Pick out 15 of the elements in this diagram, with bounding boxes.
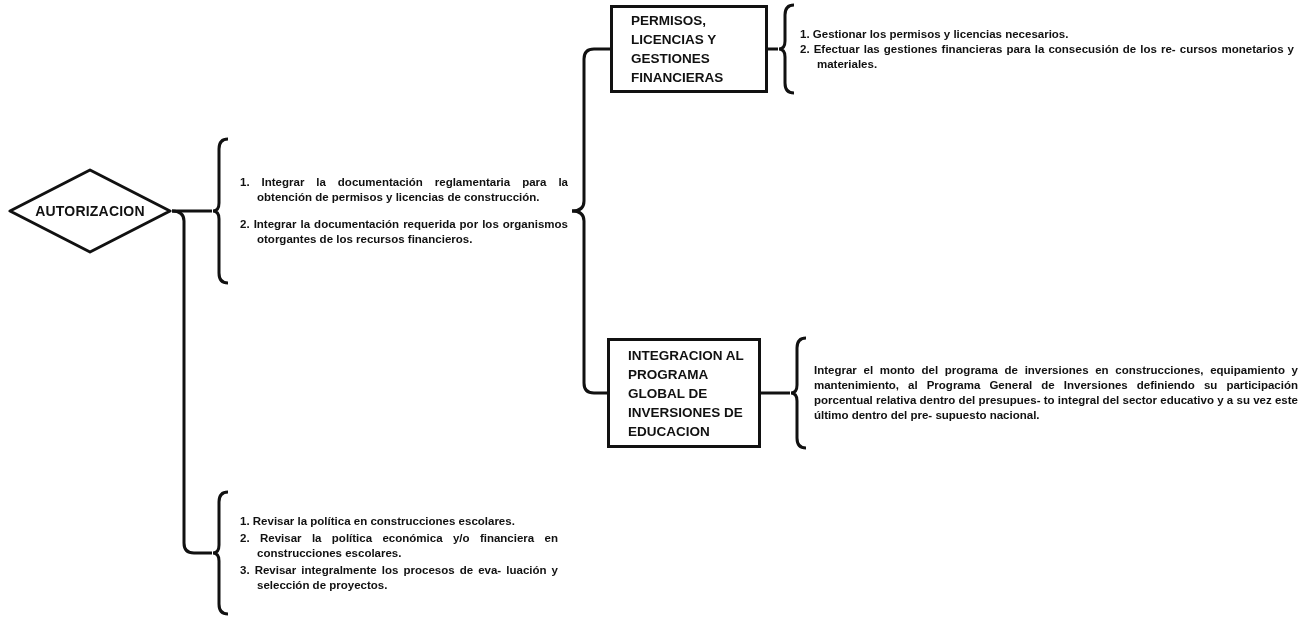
list-item: 2. Integrar la documentación requerida por los organismos otorgantes de los recursos financieros. — [240, 217, 568, 247]
connector-line — [768, 47, 778, 51]
list-item: Integrar el monto del programa de inversiones en construcciones, equipamiento y mantenimiento, al Programa General de Inversiones definiendo su participación porcentual relativa dentro del presupues- to integral del sector educativo y a su vez este último dentro del pre- supuesto nacional. — [814, 363, 1298, 423]
connector-line — [761, 391, 790, 395]
list-item: 1. Gestionar los permisos y licencias necesarios. — [800, 26, 1070, 42]
diamond-label: AUTORIZACION — [35, 203, 145, 219]
list-item: 1. Integrar la documentación reglamentaria para la obtención de permisos y licencias de construcción. — [240, 175, 568, 205]
list-item: 1. Revisar la política en construcciones escolares. — [240, 513, 516, 529]
list-item: 3. Revisar integralmente los procesos de eva- luación y selección de proyectos. — [240, 562, 558, 593]
connector-line — [571, 47, 610, 213]
list-item: 2. Efectuar las gestiones financieras para la consecusión de los re- cursos monetarios y materiales. — [800, 41, 1294, 72]
process-box: PERMISOS, LICENCIAS Y GESTIONES FINANCIERAS — [610, 5, 768, 93]
list-item: 2. Revisar la política económica y/o financiera en construcciones escolares. — [240, 530, 558, 561]
connector-line — [171, 209, 212, 555]
process-box: INTEGRACION AL PROGRAMA GLOBAL DE INVERSIONES DE EDUCACION — [607, 338, 761, 448]
